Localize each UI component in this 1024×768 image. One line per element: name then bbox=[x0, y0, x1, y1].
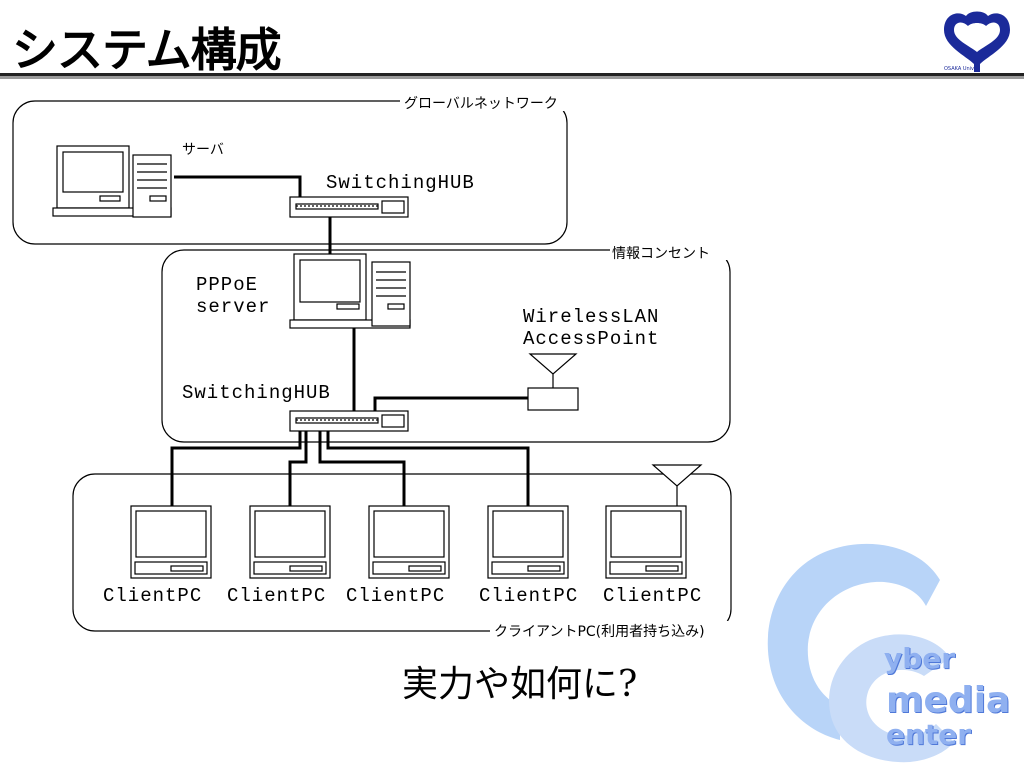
cybermedia-center-logo-icon bbox=[767, 543, 954, 763]
title-divider bbox=[0, 73, 1024, 76]
client-zone bbox=[72, 473, 732, 632]
outlet-label: 情報コンセント bbox=[612, 246, 710, 262]
switching-hub-top-label: SwitchingHUB bbox=[326, 172, 475, 194]
pppoe-server-icon bbox=[289, 253, 411, 329]
pppoe-label-line1: PPPoE bbox=[196, 274, 258, 296]
client-pc-2-label: ClientPC bbox=[227, 585, 326, 607]
client-antenna-icon bbox=[651, 464, 703, 506]
pppoe-label-line2: server bbox=[196, 296, 270, 318]
client-pc-4-label: ClientPC bbox=[479, 585, 578, 607]
logo-caption: OSAKA Univ. bbox=[944, 66, 976, 72]
wireless-label-line2: AccessPoint bbox=[523, 328, 659, 350]
global-network-label: グローバルネットワーク bbox=[404, 96, 558, 112]
client-pc-1-label: ClientPC bbox=[103, 585, 202, 607]
university-logo-icon bbox=[944, 11, 1010, 72]
global-network-zone bbox=[12, 100, 568, 245]
client-pc-5-label: ClientPC bbox=[603, 585, 702, 607]
wireless-label-line1: WirelessLAN bbox=[523, 306, 659, 328]
client-pc-3-icon bbox=[368, 505, 450, 579]
server-label: サーバ bbox=[182, 142, 224, 158]
client-pc-1-icon bbox=[130, 505, 212, 579]
client-pc-3-label: ClientPC bbox=[346, 585, 445, 607]
client-pc-4-icon bbox=[487, 505, 569, 579]
cmc-logo-line1: yber bbox=[884, 642, 956, 675]
wireless-access-point-icon bbox=[527, 353, 579, 411]
switching-hub-top-icon bbox=[289, 196, 409, 218]
switching-hub-mid-icon bbox=[289, 410, 409, 432]
switching-hub-mid-label: SwitchingHUB bbox=[182, 382, 331, 404]
client-pc-2-icon bbox=[249, 505, 331, 579]
outlet-zone bbox=[161, 249, 731, 443]
cables bbox=[170, 175, 530, 506]
client-zone-label: クライアントPC(利用者持ち込み) bbox=[494, 624, 705, 640]
bottom-question-text: 実力や如何に? bbox=[402, 664, 638, 705]
server-computer-icon bbox=[52, 145, 172, 218]
cmc-logo-line2: media bbox=[886, 680, 1011, 721]
page-title: システム構成 bbox=[12, 23, 282, 77]
title-divider-shadow bbox=[0, 76, 1024, 79]
client-pc-5-icon bbox=[605, 505, 687, 579]
cmc-logo-line3: enter bbox=[886, 718, 972, 751]
